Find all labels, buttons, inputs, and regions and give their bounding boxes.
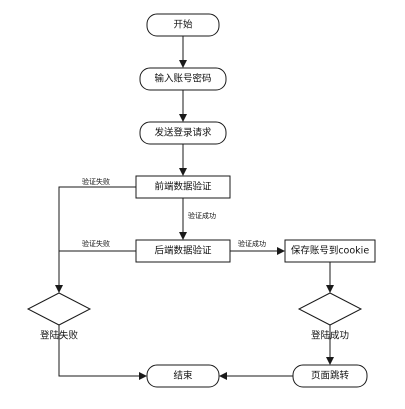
edge-label-backend-fail: 验证失败: [82, 239, 110, 248]
node-send-login-request: 发送登录请求: [139, 121, 227, 145]
node-save-to-cookie-label: 保存账号到cookie: [291, 245, 369, 257]
node-backend-validate: 后端数据验证: [135, 239, 231, 263]
node-frontend-validate: 前端数据验证: [135, 175, 231, 199]
node-end-label: 结束: [173, 370, 193, 382]
node-save-to-cookie: 保存账号到cookie: [284, 239, 376, 263]
node-input-credentials: 输入账号密码: [139, 67, 227, 91]
node-page-redirect: 页面跳转: [292, 364, 368, 388]
edge-label-frontend-success: 验证成功: [188, 211, 216, 220]
node-input-credentials-label: 输入账号密码: [154, 73, 211, 85]
edge-label-backend-success: 验证成功: [238, 239, 266, 248]
node-end: 结束: [146, 364, 220, 388]
node-start: 开始: [146, 13, 220, 37]
node-page-redirect-label: 页面跳转: [311, 370, 350, 382]
node-send-login-request-label: 发送登录请求: [154, 127, 212, 139]
node-frontend-validate-label: 前端数据验证: [154, 181, 212, 193]
edge-frontend-to-failed: [55, 186, 136, 293]
node-backend-validate-label: 后端数据验证: [154, 245, 212, 257]
edge-failed-to-end: [58, 325, 147, 380]
edge-label-frontend-fail: 验证失败: [82, 177, 110, 186]
node-start-label: 开始: [173, 19, 193, 31]
